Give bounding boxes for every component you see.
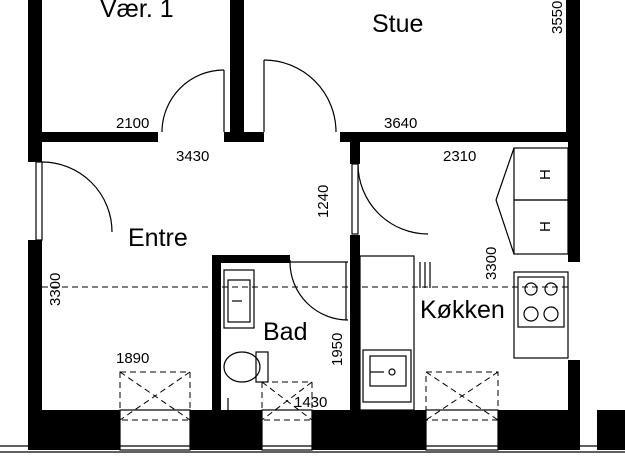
wall-stue-right <box>566 0 580 140</box>
door-stue <box>263 59 337 133</box>
skylights <box>119 371 499 421</box>
window-bottom-bad <box>261 409 313 451</box>
dimension-3300-left: 3300 <box>47 273 64 306</box>
dimension-2310: 2310 <box>443 148 476 165</box>
windows <box>0 409 625 453</box>
dimension-labels: 2100 3640 3430 2310 1240 3300 3300 1950 … <box>47 1 566 411</box>
toilet <box>223 351 269 383</box>
wall-kokken-right-lower <box>568 360 580 425</box>
room-label-entre: Entre <box>128 224 188 252</box>
walls <box>28 0 625 450</box>
room-label-stue: Stue <box>372 10 423 38</box>
wall-mid-horizontal-right <box>340 132 580 142</box>
wall-bad-left <box>212 255 221 415</box>
dimension-3640: 3640 <box>384 115 417 132</box>
door-entrance <box>35 161 113 241</box>
room-label-bad: Bad <box>263 318 307 346</box>
dimension-1240: 1240 <box>315 185 332 218</box>
wall-top-left-vertical <box>28 0 42 140</box>
bathroom-fixtures <box>223 269 269 412</box>
wall-mid-horizontal-center <box>224 132 264 142</box>
doors <box>35 59 429 321</box>
wall-mid-horizontal-left <box>28 132 158 142</box>
tall-cabinets <box>495 147 569 255</box>
wall-bottom-center <box>190 410 262 450</box>
door-bad <box>289 260 349 321</box>
cooktop <box>513 271 569 359</box>
dimension-1430: 1430 <box>294 394 327 411</box>
cabinet-labels: H H <box>537 169 554 232</box>
dimension-3300-right: 3300 <box>483 247 500 280</box>
kitchen-sink <box>362 349 412 403</box>
dimension-1890: 1890 <box>116 350 149 367</box>
wall-entre-left-upper <box>28 142 42 162</box>
wall-kokken-right-upper <box>568 142 580 262</box>
room-labels: Vær. 1 Stue Entre Bad Køkken <box>100 0 505 346</box>
wall-entre-kokken-divider-upper <box>350 142 360 164</box>
wall-bottom-right <box>498 410 580 450</box>
room-label-kokken: Køkken <box>420 296 505 324</box>
window-bottom-left <box>119 409 191 451</box>
dimension-1950: 1950 <box>329 333 346 366</box>
wall-far-right-bottom <box>597 410 625 450</box>
wall-entre-kokken-divider-lower <box>350 235 360 415</box>
kitchen-counter <box>359 255 431 411</box>
cabinet-label-2: H <box>537 221 554 232</box>
door-kokken <box>351 163 429 235</box>
kitchen-fixtures <box>359 147 569 411</box>
room-label-vaer1: Vær. 1 <box>100 0 174 23</box>
washbasin-bad <box>223 269 255 329</box>
wall-vaer1-right <box>230 0 244 140</box>
dimension-2100: 2100 <box>116 115 149 132</box>
wall-entre-left-lower <box>28 240 42 425</box>
dimension-3430: 3430 <box>176 148 209 165</box>
wall-bad-top-left <box>212 255 290 263</box>
wall-bottom-left <box>28 410 120 450</box>
window-bottom-kokken <box>425 409 499 451</box>
dimension-3550: 3550 <box>549 1 566 34</box>
wall-bottom-center-right <box>312 410 426 450</box>
cabinet-label-1: H <box>537 169 554 180</box>
door-vaer1 <box>161 69 225 133</box>
